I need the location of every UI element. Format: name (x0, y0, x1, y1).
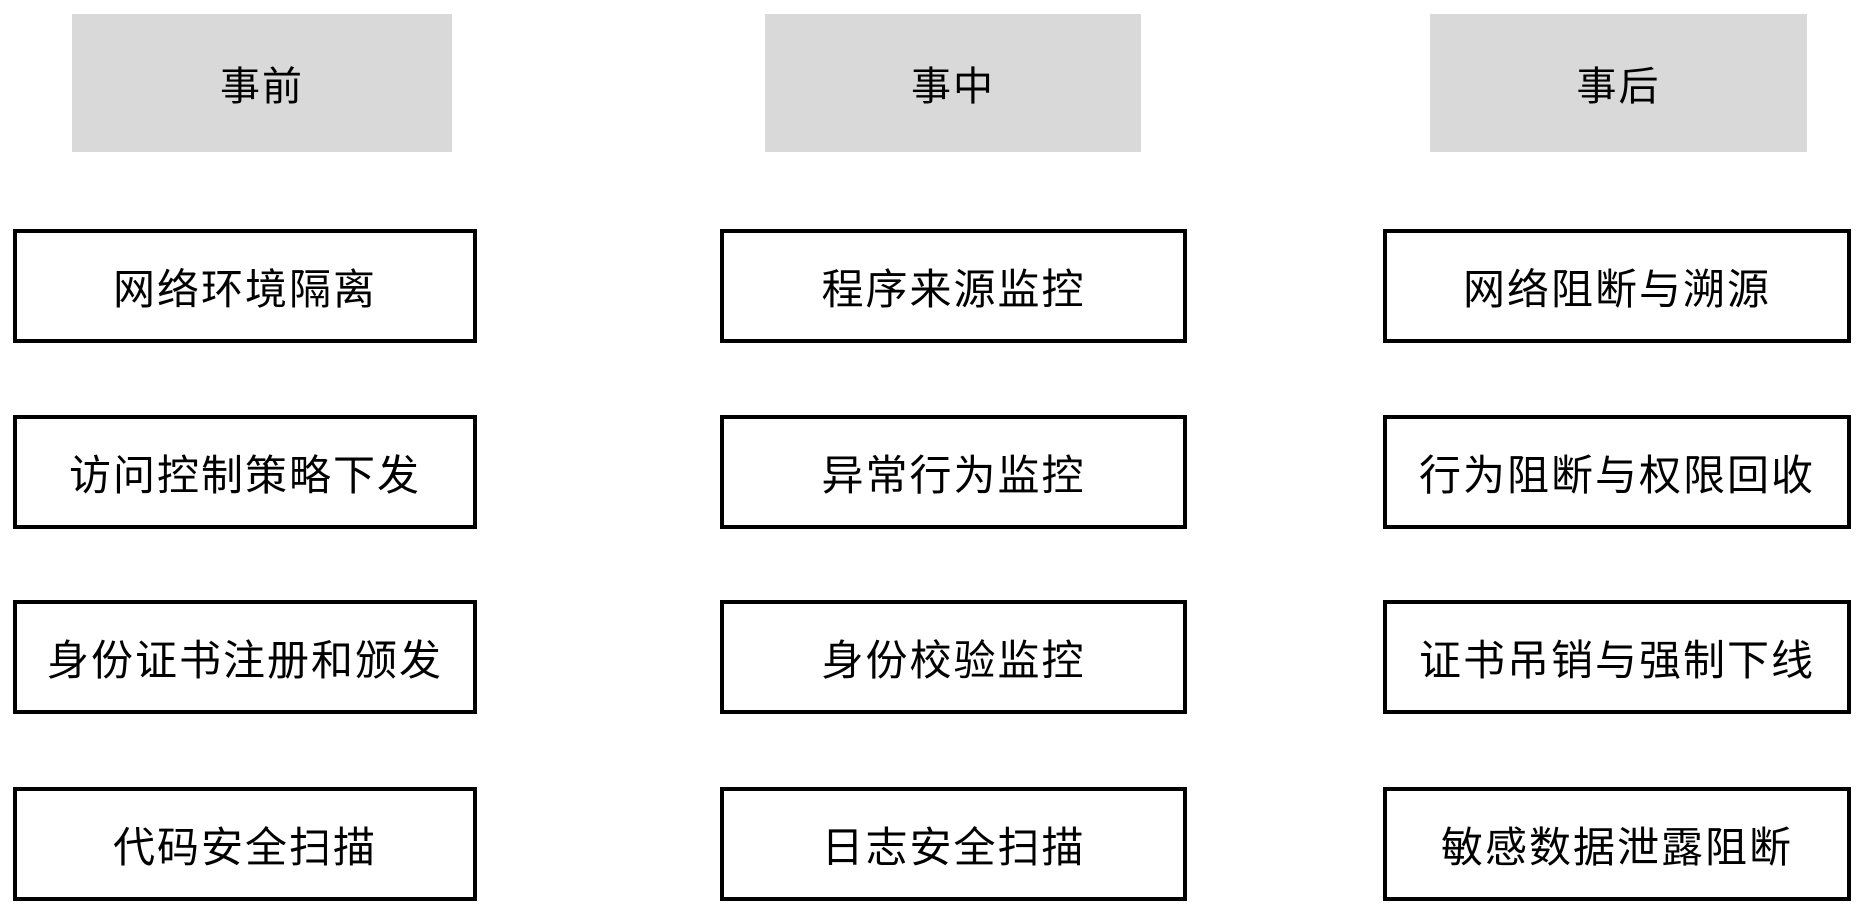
diagram-box: 访问控制策略下发 (13, 415, 477, 529)
phase-header-before: 事前 (72, 14, 452, 152)
diagram-box: 代码安全扫描 (13, 787, 477, 901)
diagram-box: 日志安全扫描 (720, 787, 1187, 901)
phase-header-during: 事中 (765, 14, 1141, 152)
diagram-box: 身份校验监控 (720, 600, 1187, 714)
diagram-box: 网络阻断与溯源 (1383, 229, 1851, 343)
diagram-box: 身份证书注册和颁发 (13, 600, 477, 714)
phase-header-after: 事后 (1430, 14, 1807, 152)
diagram-box: 网络环境隔离 (13, 229, 477, 343)
diagram-box: 异常行为监控 (720, 415, 1187, 529)
diagram-box: 敏感数据泄露阻断 (1383, 787, 1851, 901)
diagram-box: 程序来源监控 (720, 229, 1187, 343)
diagram-box: 行为阻断与权限回收 (1383, 415, 1851, 529)
diagram-box: 证书吊销与强制下线 (1383, 600, 1851, 714)
